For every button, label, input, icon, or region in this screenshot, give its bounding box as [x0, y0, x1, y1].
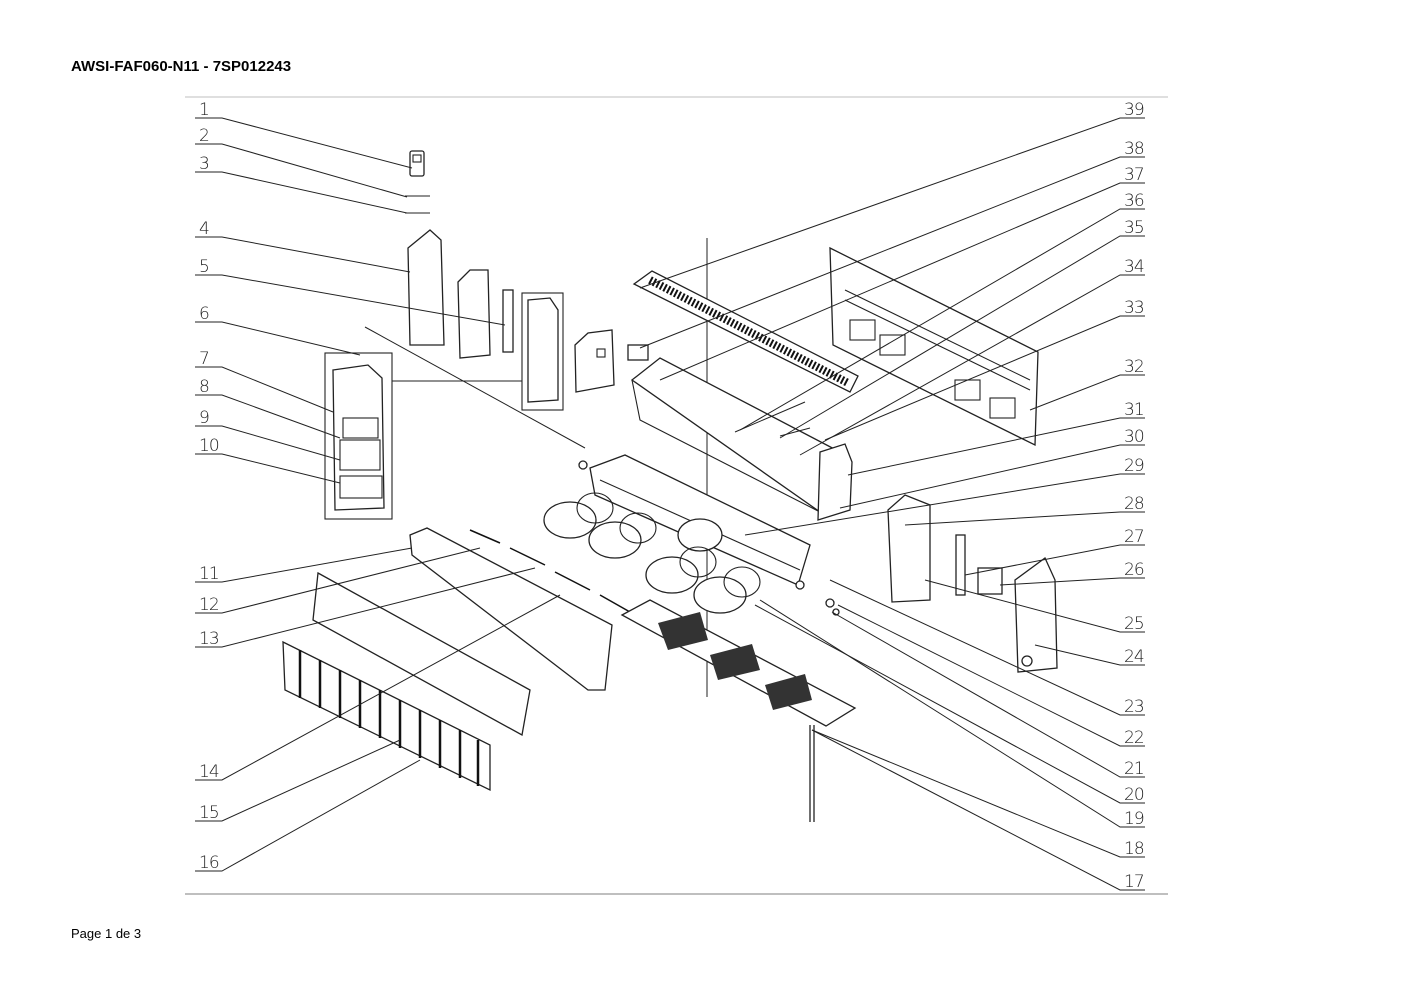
callout-number: 12	[199, 595, 219, 615]
callout-number: 1	[199, 100, 209, 120]
leader-lines	[195, 117, 1145, 891]
callout-number: 37	[1124, 165, 1144, 185]
callout-number: 34	[1124, 257, 1144, 277]
page-title: AWSI-FAF060-N11 - 7SP012243	[71, 58, 292, 75]
callout-number: 27	[1124, 527, 1144, 547]
callout-number: 15	[199, 803, 219, 823]
callout-number: 17	[1124, 872, 1144, 892]
callout-number: 7	[199, 349, 209, 369]
callout-number: 2	[199, 126, 209, 146]
callout-number: 13	[199, 629, 219, 649]
callout-number: 36	[1124, 191, 1144, 211]
callout-number: 24	[1124, 647, 1144, 667]
blower-wheels-upper	[543, 492, 723, 559]
callout-number: 21	[1124, 759, 1144, 779]
callout-number: 35	[1124, 218, 1144, 238]
callout-number: 10	[199, 436, 219, 456]
callout-number: 8	[199, 377, 209, 397]
callout-number: 23	[1124, 697, 1144, 717]
callout-number: 31	[1124, 400, 1144, 420]
callout-number: 4	[199, 219, 209, 239]
callout-number: 18	[1124, 839, 1144, 859]
callout-number: 16	[199, 853, 219, 873]
callout-number: 25	[1124, 614, 1144, 634]
remote-controller	[405, 150, 430, 214]
callout-number: 26	[1124, 560, 1144, 580]
callout-number: 30	[1124, 427, 1144, 447]
callout-number: 28	[1124, 494, 1144, 514]
callout-number: 22	[1124, 728, 1144, 748]
callout-number: 11	[199, 564, 219, 584]
blower-wheels-lower	[645, 546, 761, 614]
callout-number: 6	[199, 304, 209, 324]
callout-number: 32	[1124, 357, 1144, 377]
callout-number: 14	[199, 762, 219, 782]
callout-number: 19	[1124, 809, 1144, 829]
callout-number: 33	[1124, 298, 1144, 318]
callout-number: 38	[1124, 139, 1144, 159]
parts	[282, 150, 1058, 822]
callout-number: 9	[199, 408, 209, 428]
page-footer: Page 1 de 3	[71, 926, 142, 941]
callout-number: 3	[199, 154, 209, 174]
callout-number: 5	[199, 257, 209, 277]
callout-number: 29	[1124, 456, 1144, 476]
callouts-right: 39 38 37 36 35 34 33 32 31 30 29 28 27 26 25 24 23 22 21 20…	[1124, 100, 1145, 892]
callout-number: 39	[1124, 100, 1144, 120]
callout-number: 20	[1124, 785, 1144, 805]
